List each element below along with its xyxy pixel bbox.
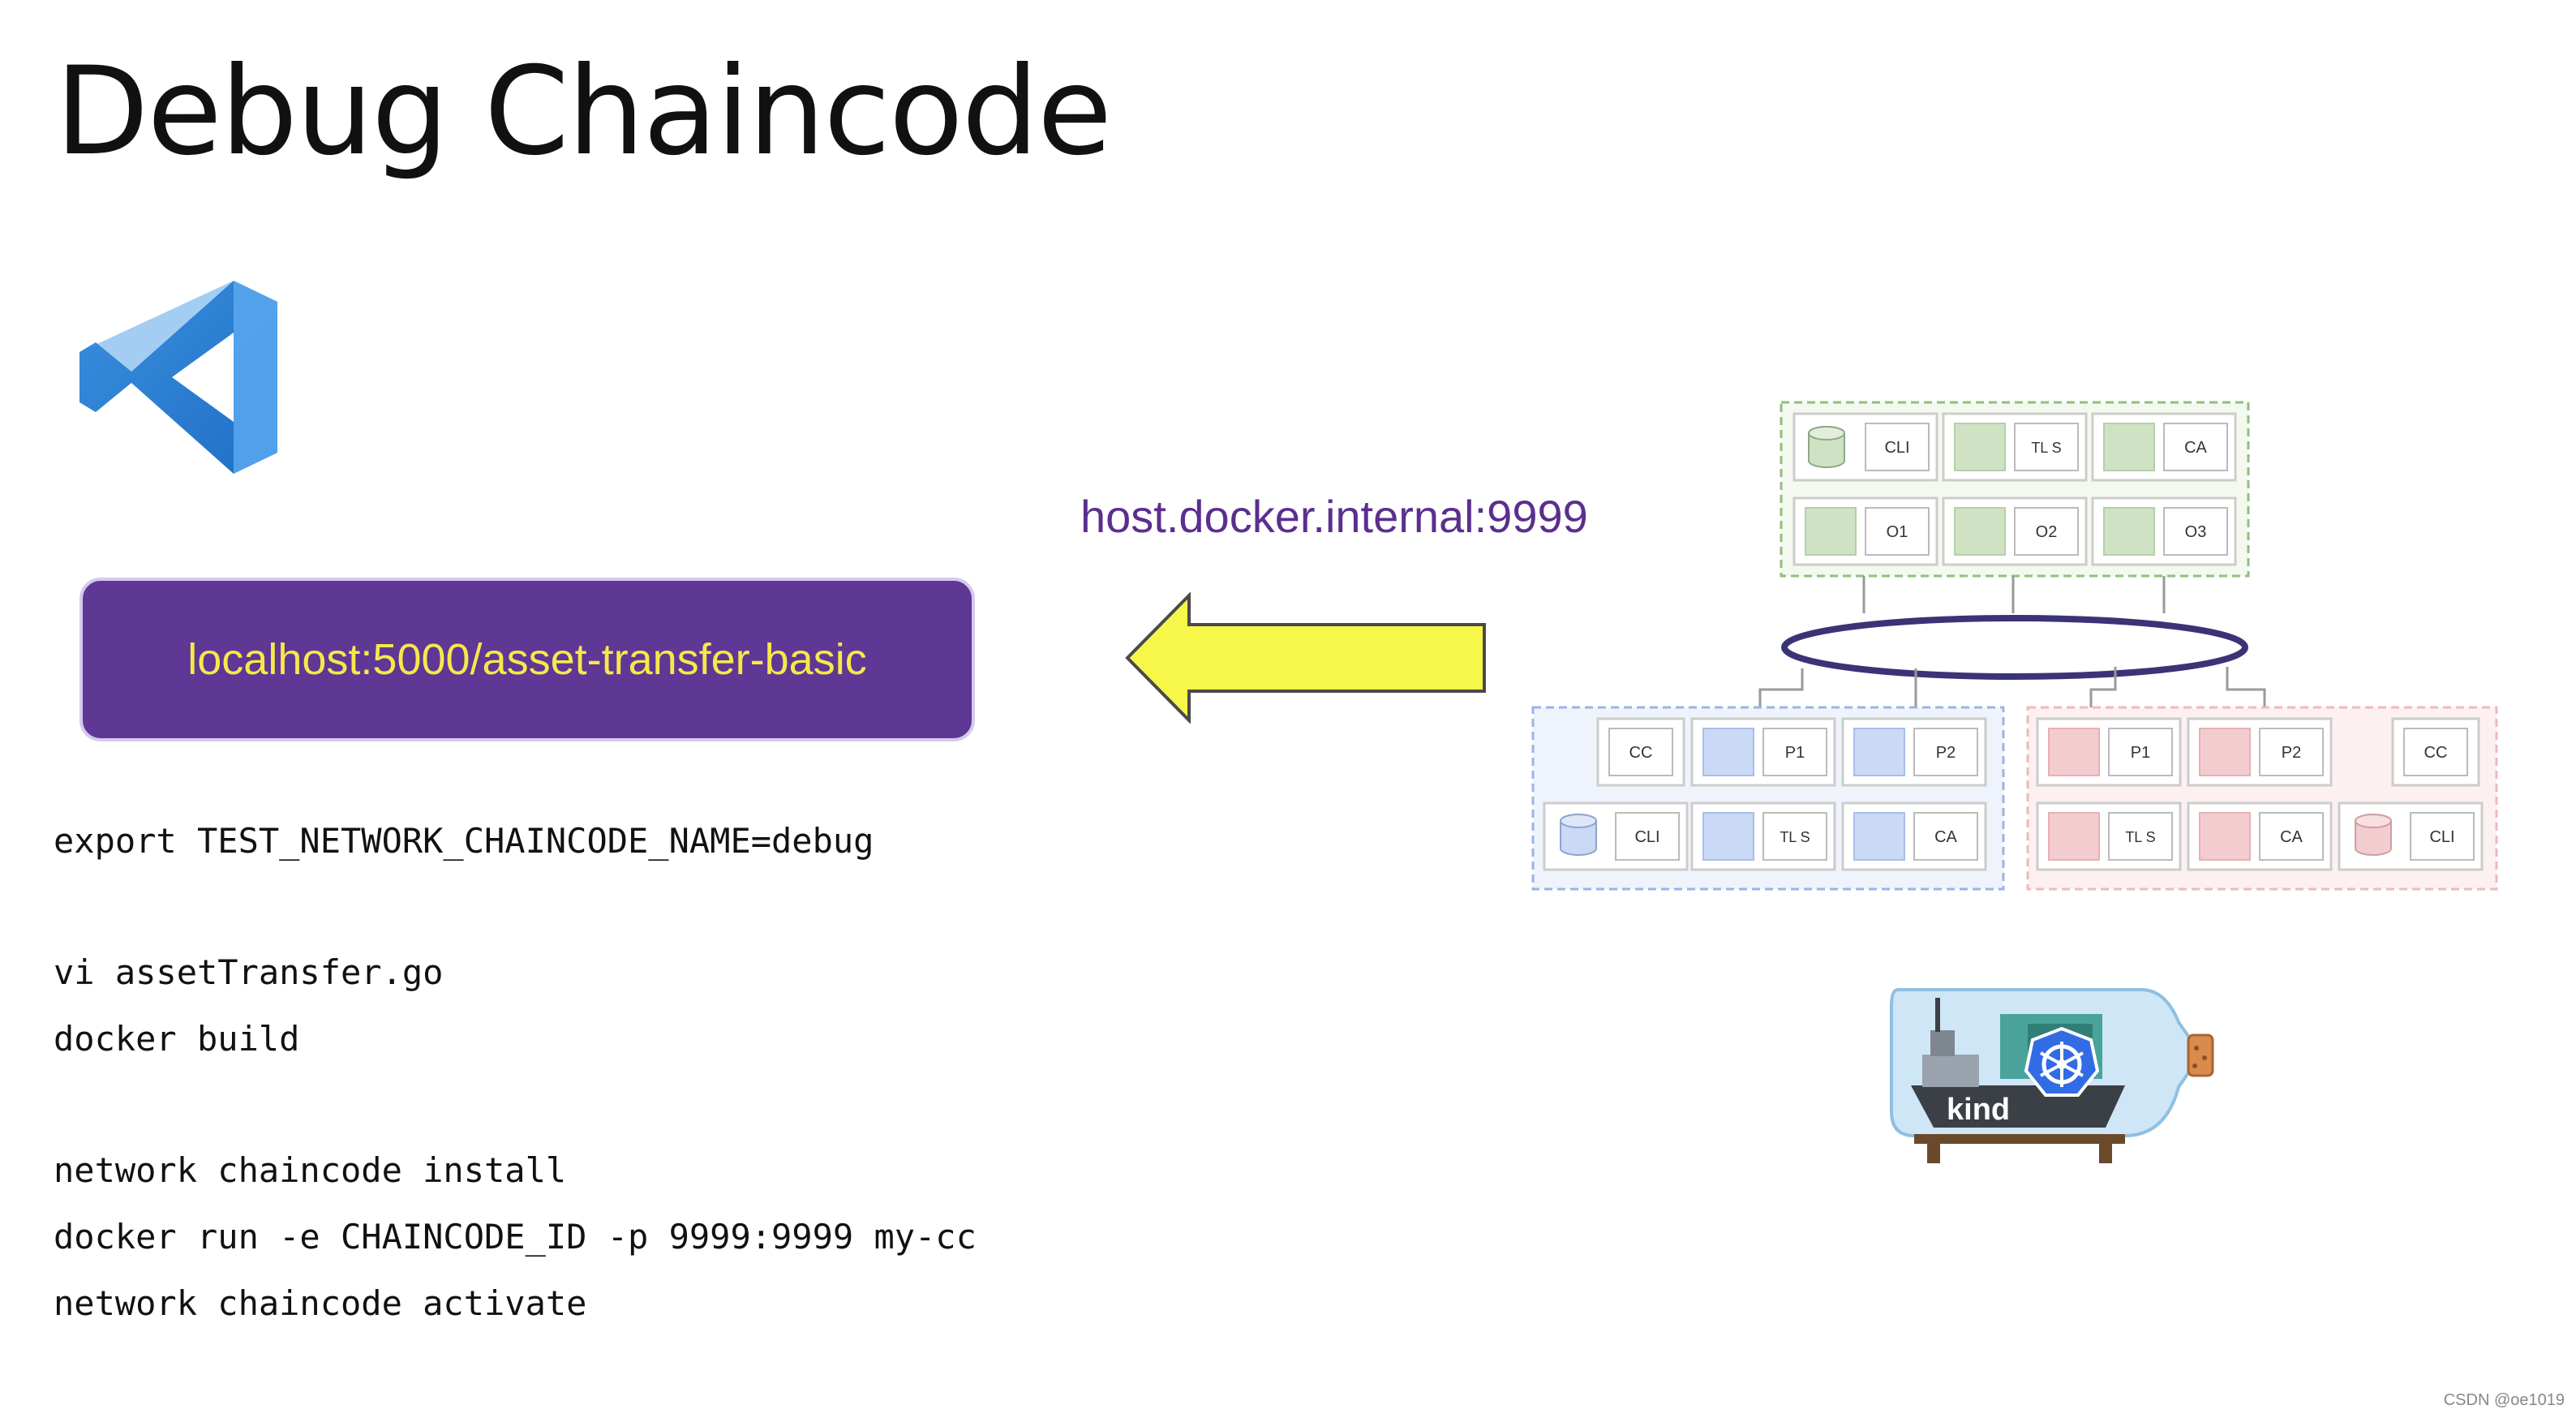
orderer-node: O2 <box>1942 496 2088 566</box>
watermark: CSDN @oe1019 <box>2443 1391 2565 1409</box>
command-line: network chaincode install <box>54 1150 567 1190</box>
org2-node: CA <box>2187 801 2333 871</box>
kind-label: kind <box>1947 1093 2010 1127</box>
node-label: P1 <box>1785 744 1805 762</box>
node-label: P2 <box>1936 744 1956 762</box>
node-label: CC <box>1629 744 1653 762</box>
node-label: CA <box>2184 439 2207 457</box>
org2-node: TL S <box>2036 801 2182 871</box>
command-line: export TEST_NETWORK_CHAINCODE_NAME=debug <box>54 821 874 861</box>
orderer-node: O3 <box>2091 496 2237 566</box>
orderer-node: TL S <box>1942 412 2088 482</box>
command-line: network chaincode activate <box>54 1283 587 1323</box>
node-label: O1 <box>1887 523 1908 541</box>
orderer-node: O1 <box>1792 496 1938 566</box>
node-label: CLI <box>1884 439 1909 457</box>
orderer-node: CA <box>2091 412 2237 482</box>
node-label: TL S <box>2031 440 2061 456</box>
org1-node: P1 <box>1690 717 1836 787</box>
org1-node: CLI <box>1543 801 1689 871</box>
registry-url-box: localhost:5000/asset-transfer-basic <box>79 578 975 741</box>
org2-node: CLI <box>2338 801 2484 871</box>
registry-url-text: localhost:5000/asset-transfer-basic <box>187 635 867 684</box>
orderer-node: CLI <box>1792 412 1938 482</box>
node-label: CC <box>2424 744 2448 762</box>
org2-node: P1 <box>2036 717 2182 787</box>
org2-node: P2 <box>2187 717 2333 787</box>
left-arrow-icon <box>1125 592 1486 724</box>
channel-ring <box>1781 615 2248 680</box>
node-label: O2 <box>2036 523 2058 541</box>
node-label: TL S <box>2125 829 2155 845</box>
node-label: P1 <box>2131 744 2150 762</box>
command-line: docker build <box>54 1019 300 1059</box>
vscode-icon <box>79 281 277 474</box>
command-line: vi assetTransfer.go <box>54 952 444 992</box>
org1-node: P2 <box>1841 717 1987 787</box>
kind-logo: kind <box>1890 988 2214 1163</box>
slide-title: Debug Chaincode <box>55 41 1112 183</box>
node-label: CA <box>1934 828 1957 846</box>
node-label: CLI <box>2429 828 2454 846</box>
org2-node: CC <box>2391 717 2480 787</box>
org1-node: CA <box>1841 801 1987 871</box>
node-label: P2 <box>2282 744 2301 762</box>
network-diagram: CLI TL S CA O1 O2 O3 CC <box>1531 401 2498 891</box>
command-line: docker run -e CHAINCODE_ID -p 9999:9999 … <box>54 1217 977 1257</box>
node-label: TL S <box>1780 829 1810 845</box>
node-label: O3 <box>2185 523 2207 541</box>
org1-node: CC <box>1596 717 1685 787</box>
kubernetes-wheel-icon <box>2024 1026 2100 1097</box>
org1-node: TL S <box>1690 801 1836 871</box>
host-label: host.docker.internal:9999 <box>1080 491 1588 542</box>
node-label: CA <box>2280 828 2303 846</box>
node-label: CLI <box>1634 828 1659 846</box>
